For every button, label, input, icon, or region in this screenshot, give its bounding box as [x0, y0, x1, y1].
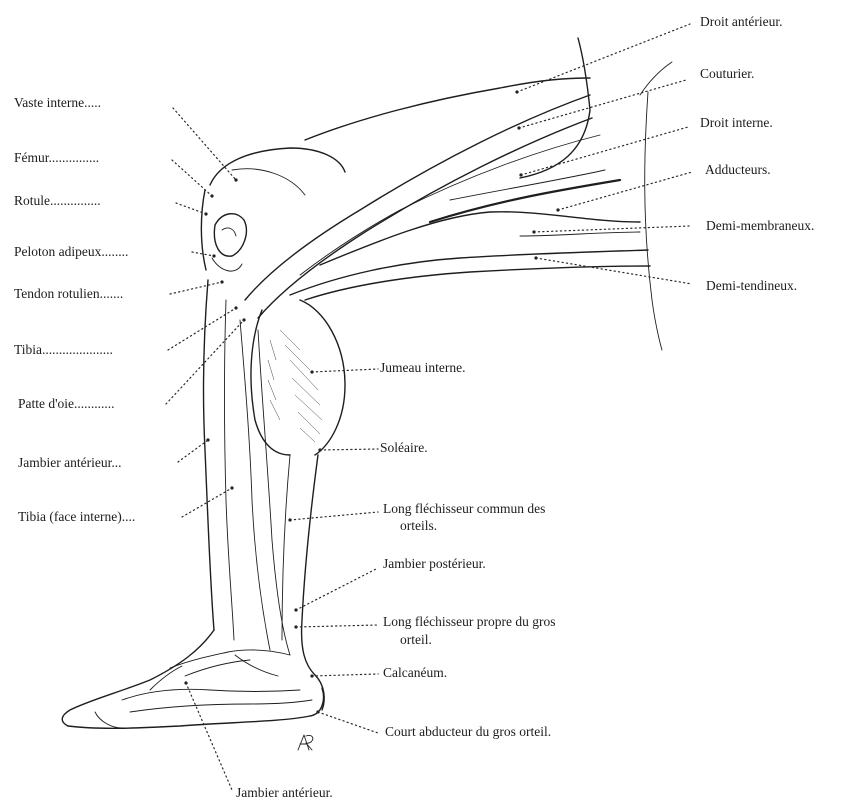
label-long-flechisseur-propre-cont: orteil. [400, 632, 432, 647]
labels: Droit antérieur. Couturier. Droit intern… [14, 14, 814, 800]
label-long-flechisseur-commun-cont: orteils. [400, 518, 437, 533]
label-calcaneum: Calcanéum. [383, 665, 447, 680]
label-soleaire: Soléaire. [380, 440, 428, 455]
label-demi-tendineux: Demi-tendineux. [706, 278, 797, 293]
label-tendon-rotulien: Tendon rotulien....... [14, 286, 123, 301]
label-droit-anterieur: Droit antérieur. [700, 14, 782, 29]
label-patte-doie: Patte d'oie............ [18, 396, 115, 411]
label-femur: Fémur............... [14, 150, 99, 165]
label-peloton-adipeux: Peloton adipeux........ [14, 244, 128, 259]
label-vaste-interne: Vaste interne..... [14, 95, 101, 110]
label-couturier: Couturier. [700, 66, 754, 81]
label-jambier-anterieur-bottom: Jambier antérieur. [236, 785, 333, 800]
label-droit-interne: Droit interne. [700, 115, 773, 130]
label-long-flechisseur-propre: Long fléchisseur propre du gros [383, 614, 555, 629]
label-jambier-anterieur-left: Jambier antérieur... [18, 455, 121, 470]
label-demi-membraneux: Demi-membraneux. [706, 218, 814, 233]
label-tibia: Tibia..................... [14, 342, 113, 357]
artist-monogram [298, 735, 313, 750]
label-adducteurs: Adducteurs. [705, 162, 771, 177]
label-court-abducteur: Court abducteur du gros orteil. [385, 724, 551, 739]
label-tibia-face-interne: Tibia (face interne).... [18, 509, 135, 524]
label-rotule: Rotule............... [14, 193, 101, 208]
label-jambier-posterieur: Jambier postérieur. [383, 556, 486, 571]
label-jumeau-interne: Jumeau interne. [380, 360, 465, 375]
label-long-flechisseur-commun: Long fléchisseur commun des [383, 501, 545, 516]
